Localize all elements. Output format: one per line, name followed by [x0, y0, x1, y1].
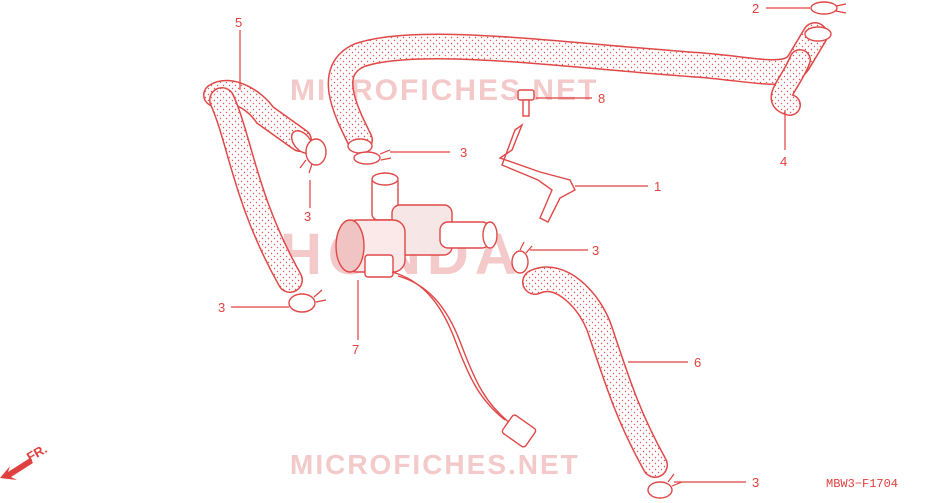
watermark-bottom: MICROFICHES.NET	[290, 449, 580, 480]
diagram-code: MBW3−F1704	[826, 477, 898, 491]
clamp-3b	[353, 149, 392, 165]
callout-1: 1	[654, 179, 661, 194]
clamp-3d	[511, 241, 533, 274]
callout-6: 6	[694, 355, 701, 370]
callout-2: 2	[752, 1, 759, 16]
callout-3a: 3	[304, 209, 311, 224]
callout-3d: 3	[592, 243, 599, 258]
hose-6	[522, 266, 668, 478]
clamp-3a	[299, 138, 327, 174]
clamp-2	[810, 1, 847, 15]
callout-5: 5	[235, 15, 242, 30]
clamp-3c	[288, 289, 327, 313]
callout-3b: 3	[460, 145, 467, 160]
callout-3e: 3	[752, 475, 759, 490]
hose-5	[203, 79, 314, 293]
callout-7: 7	[352, 342, 359, 357]
callout-8: 8	[598, 91, 605, 106]
clamp-3e	[647, 473, 683, 499]
bracket-1	[498, 123, 576, 223]
air-cutoff-valve	[335, 172, 537, 448]
bolt-8	[517, 89, 535, 117]
front-direction-arrow: FR.	[0, 441, 50, 480]
callout-3c: 3	[218, 300, 225, 315]
callout-4: 4	[780, 154, 787, 169]
